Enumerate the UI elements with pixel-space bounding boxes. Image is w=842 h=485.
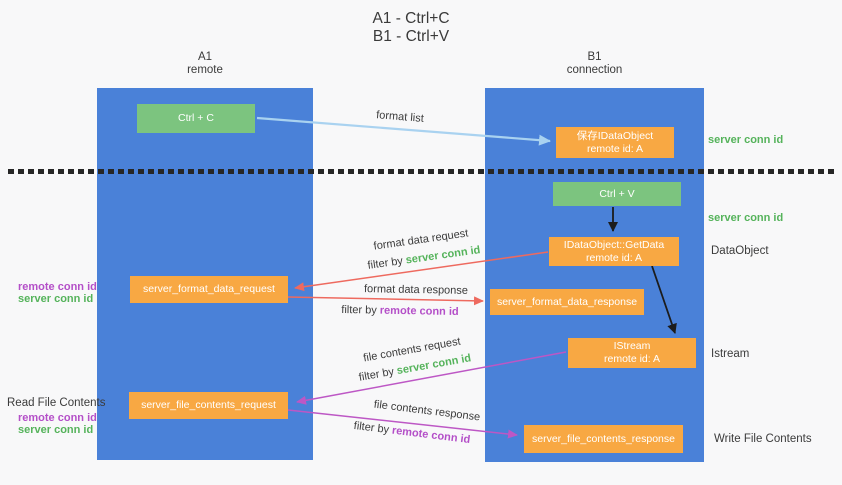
node-istream: IStream remote id: A [568, 338, 696, 368]
lane-b1-name: B1 [587, 51, 602, 63]
node-istream-line2: remote id: A [603, 353, 661, 365]
lane-b1-subtitle: connection [566, 64, 623, 76]
node-idataobject-getdata-line1: IDataObject::GetData [563, 238, 665, 251]
node-idataobject-getdata-line2: remote id: A [585, 251, 643, 264]
node-server-format-data-response-label: server_format_data_response [496, 295, 638, 308]
annotation-remote-conn-id-file: remote conn id [18, 412, 97, 424]
annotation-server-conn-id-format: server conn id [18, 293, 94, 305]
node-save-idataobject-line2: remote id: A [586, 142, 644, 155]
lane-header-a1: A1 remote [97, 51, 313, 77]
diagram-title: A1 - Ctrl+C B1 - Ctrl+V [321, 10, 501, 46]
node-save-idataobject: 保存IDataObject remote id: A [556, 127, 674, 158]
node-ctrl-c-label: Ctrl + C [178, 112, 214, 124]
node-server-format-data-request-label: server_format_data_request [143, 283, 275, 295]
annotation-server-conn-id-file: server conn id [18, 424, 94, 436]
annotation-server-conn-id-top: server conn id [708, 134, 784, 146]
session-divider [8, 169, 836, 174]
node-idataobject-getdata: IDataObject::GetData remote id: A [549, 237, 679, 266]
annotation-dataobject: DataObject [711, 245, 769, 257]
node-server-format-data-response: server_format_data_response [490, 289, 644, 315]
node-server-file-contents-request: server_file_contents_request [129, 392, 288, 419]
node-server-file-contents-response: server_file_contents_response [524, 425, 683, 453]
node-ctrl-v-label: Ctrl + V [599, 187, 635, 200]
lane-header-b1: B1 connection [485, 51, 704, 77]
node-save-idataobject-line1: 保存IDataObject [576, 129, 654, 142]
lane-a1-subtitle: remote [187, 64, 223, 76]
title-line-1: A1 - Ctrl+C [372, 10, 450, 27]
node-ctrl-c: Ctrl + C [137, 104, 255, 133]
title-line-2: B1 - Ctrl+V [372, 28, 450, 45]
node-istream-line1: IStream [613, 340, 651, 352]
format-data-response-arrow [287, 296, 484, 306]
label-file-contents-response: file contents response [373, 398, 481, 424]
annotation-write-file-contents: Write File Contents [714, 433, 812, 445]
node-server-format-data-request: server_format_data_request [130, 276, 288, 303]
label-format-data-response: format data response [363, 283, 469, 297]
node-server-file-contents-response-label: server_file_contents_response [531, 432, 675, 445]
label-format-list: format list [375, 109, 425, 125]
node-ctrl-v: Ctrl + V [553, 182, 681, 206]
annotation-read-file-contents: Read File Contents [7, 397, 106, 409]
node-server-file-contents-request-label: server_file_contents_request [141, 399, 276, 411]
annotation-istream: Istream [711, 348, 750, 360]
annotation-server-conn-id-mid: server conn id [708, 212, 784, 224]
lane-a1-name: A1 [197, 51, 213, 63]
annotation-remote-conn-id-format: remote conn id [18, 281, 97, 293]
